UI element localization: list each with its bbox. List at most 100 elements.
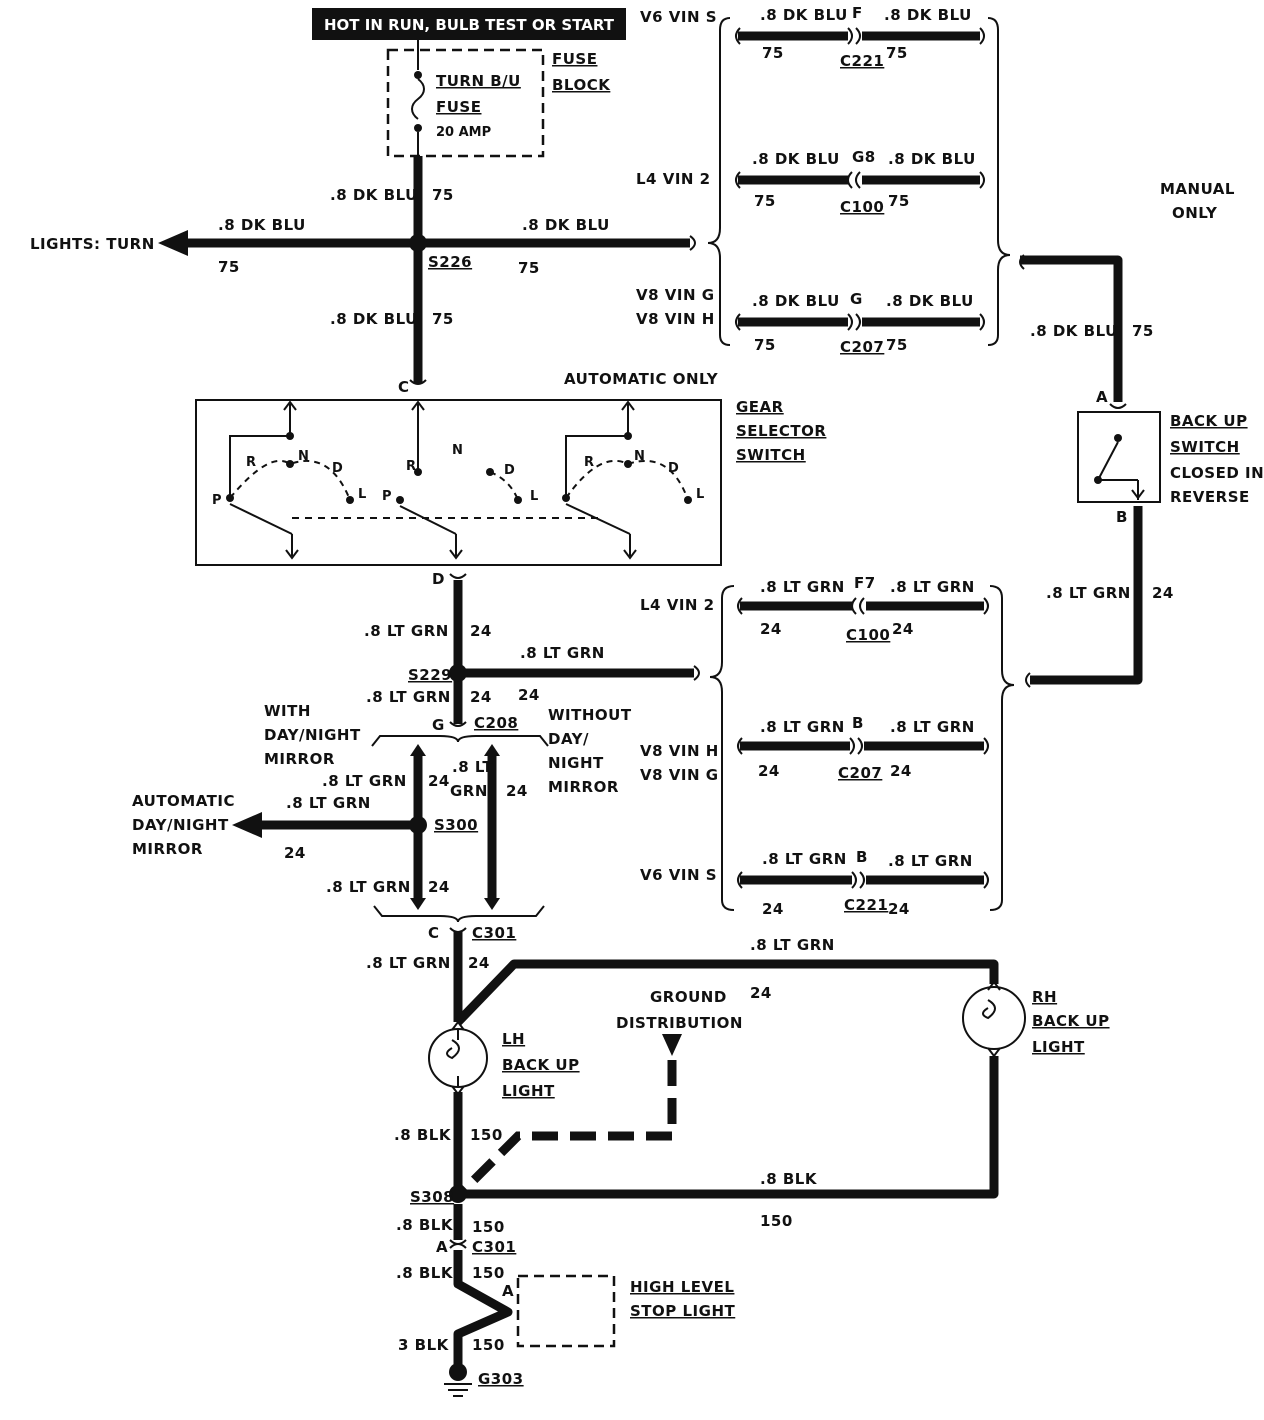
svg-text:75: 75 [754, 336, 776, 354]
svg-text:24: 24 [760, 620, 782, 638]
top-row-3-label-2: V8 VIN H [636, 310, 715, 328]
gear-pin-d: D [432, 570, 445, 588]
backup-pin-b: B [1116, 508, 1128, 526]
c208-pin: G [432, 716, 445, 734]
svg-text:L: L [530, 489, 538, 504]
manual-only-2: ONLY [1172, 204, 1218, 222]
high-level-stop-light [516, 1274, 616, 1348]
arrow-mirror [232, 812, 262, 838]
svg-text:24: 24 [888, 900, 910, 918]
svg-text:75: 75 [886, 44, 908, 62]
without-mirror-1: WITHOUT [548, 706, 632, 724]
splice-s226 [409, 234, 427, 252]
backup-switch-label-4: REVERSE [1170, 488, 1250, 506]
svg-text:.8 BLK: .8 BLK [396, 1216, 454, 1234]
bottom-row-1-label: L4 VIN 2 [640, 596, 715, 614]
svg-text:D: D [332, 461, 343, 476]
svg-text:3 BLK: 3 BLK [398, 1336, 450, 1354]
manual-only-1: MANUAL [1160, 180, 1235, 198]
ground-icon [444, 1383, 472, 1397]
svg-text:.8 LT: .8 LT [452, 758, 493, 776]
svg-text:.8 DK BLU: .8 DK BLU [760, 6, 848, 24]
stop-light-label-2: STOP LIGHT [630, 1302, 736, 1320]
fuse-block-label-2: BLOCK [552, 76, 611, 94]
fuse-block [386, 48, 545, 158]
svg-text:.8 LT GRN: .8 LT GRN [1046, 584, 1131, 602]
svg-text:24: 24 [518, 686, 540, 704]
rh-backup-light [962, 986, 1026, 1050]
top-row-1-cavity: F [852, 4, 863, 22]
svg-text:24: 24 [762, 900, 784, 918]
svg-text:.8 LT GRN: .8 LT GRN [888, 852, 973, 870]
svg-text:.8 LT GRN: .8 LT GRN [322, 772, 407, 790]
lh-backup-light [428, 1028, 488, 1088]
svg-text:.8 DK BLU: .8 DK BLU [522, 216, 610, 234]
svg-text:.8 LT GRN: .8 LT GRN [750, 936, 835, 954]
svg-text:75: 75 [1132, 322, 1154, 340]
top-row-1-connector: C221 [840, 52, 884, 70]
rh-light-label-3: LIGHT [1032, 1038, 1085, 1056]
svg-text:24: 24 [890, 762, 912, 780]
ground-g303 [449, 1363, 467, 1381]
bottom-row-2-cavity: B [852, 714, 864, 732]
svg-text:.8 LT GRN: .8 LT GRN [366, 688, 451, 706]
svg-text:24: 24 [750, 984, 772, 1002]
rh-light-label-2: BACK UP [1032, 1012, 1110, 1030]
gear-selector-label-1: GEAR [736, 398, 784, 416]
svg-text:75: 75 [888, 192, 910, 210]
svg-text:.8 BLK: .8 BLK [760, 1170, 818, 1188]
stop-light-label-1: HIGH LEVEL [630, 1278, 734, 1296]
svg-text:R: R [246, 455, 256, 470]
svg-text:24: 24 [758, 762, 780, 780]
svg-text:150: 150 [472, 1264, 505, 1282]
svg-text:.8 LT GRN: .8 LT GRN [326, 878, 411, 896]
svg-text:24: 24 [1152, 584, 1174, 602]
without-mirror-2: DAY/ [548, 730, 589, 748]
svg-text:75: 75 [762, 44, 784, 62]
c301-label-top: C301 [472, 924, 516, 942]
splice-s308 [449, 1185, 467, 1203]
svg-text:.8 LT GRN: .8 LT GRN [364, 622, 449, 640]
gear-switch-section-2: P R N D L [382, 400, 538, 560]
c301-pin-a: A [436, 1238, 448, 1256]
top-row-2-label: L4 VIN 2 [636, 170, 711, 188]
svg-text:75: 75 [432, 310, 454, 328]
svg-text:L: L [358, 487, 366, 502]
power-banner [312, 8, 626, 40]
splice-s308-label: S308 [410, 1188, 454, 1206]
bottom-row-1-connector: C100 [846, 626, 890, 644]
gear-switch-section-3: R N D L [562, 400, 704, 560]
svg-text:.8 LT GRN: .8 LT GRN [762, 850, 847, 868]
svg-text:.8 LT GRN: .8 LT GRN [520, 644, 605, 662]
top-row-1-label: V6 VIN S [640, 8, 717, 26]
bottom-row-3-label: V6 VIN S [640, 866, 717, 884]
ground-dist-label-2: DISTRIBUTION [616, 1014, 743, 1032]
fuse-name-2: FUSE [436, 98, 481, 116]
svg-text:.8 DK BLU: .8 DK BLU [330, 186, 418, 204]
mirror-label-1: AUTOMATIC [132, 792, 235, 810]
svg-text:24: 24 [892, 620, 914, 638]
backup-switch-contact [1097, 441, 1119, 481]
with-mirror-3: MIRROR [264, 750, 335, 768]
svg-text:.8 DK BLU: .8 DK BLU [752, 292, 840, 310]
svg-text:24: 24 [428, 772, 450, 790]
svg-text:.8 DK BLU: .8 DK BLU [752, 150, 840, 168]
svg-text:.8 DK BLU: .8 DK BLU [884, 6, 972, 24]
bottom-row-2-connector: C207 [838, 764, 882, 782]
ground-distribution-icon [662, 1034, 682, 1056]
lights-turn-label: LIGHTS: TURN [30, 235, 155, 253]
backup-pin-a: A [1096, 388, 1108, 406]
svg-text:.8 DK BLU: .8 DK BLU [218, 216, 306, 234]
svg-text:75: 75 [218, 258, 240, 276]
svg-text:D: D [668, 461, 679, 476]
svg-text:.8 DK BLU: .8 DK BLU [888, 150, 976, 168]
svg-text:24: 24 [470, 622, 492, 640]
backup-switch-label-2: SWITCH [1170, 438, 1240, 456]
svg-text:.8 LT GRN: .8 LT GRN [366, 954, 451, 972]
top-row-3-cavity: G [850, 290, 863, 308]
c301-pin-c: C [428, 924, 440, 942]
ground-g303-label: G303 [478, 1370, 524, 1388]
automatic-only-label: AUTOMATIC ONLY [564, 370, 719, 388]
svg-text:24: 24 [284, 844, 306, 862]
